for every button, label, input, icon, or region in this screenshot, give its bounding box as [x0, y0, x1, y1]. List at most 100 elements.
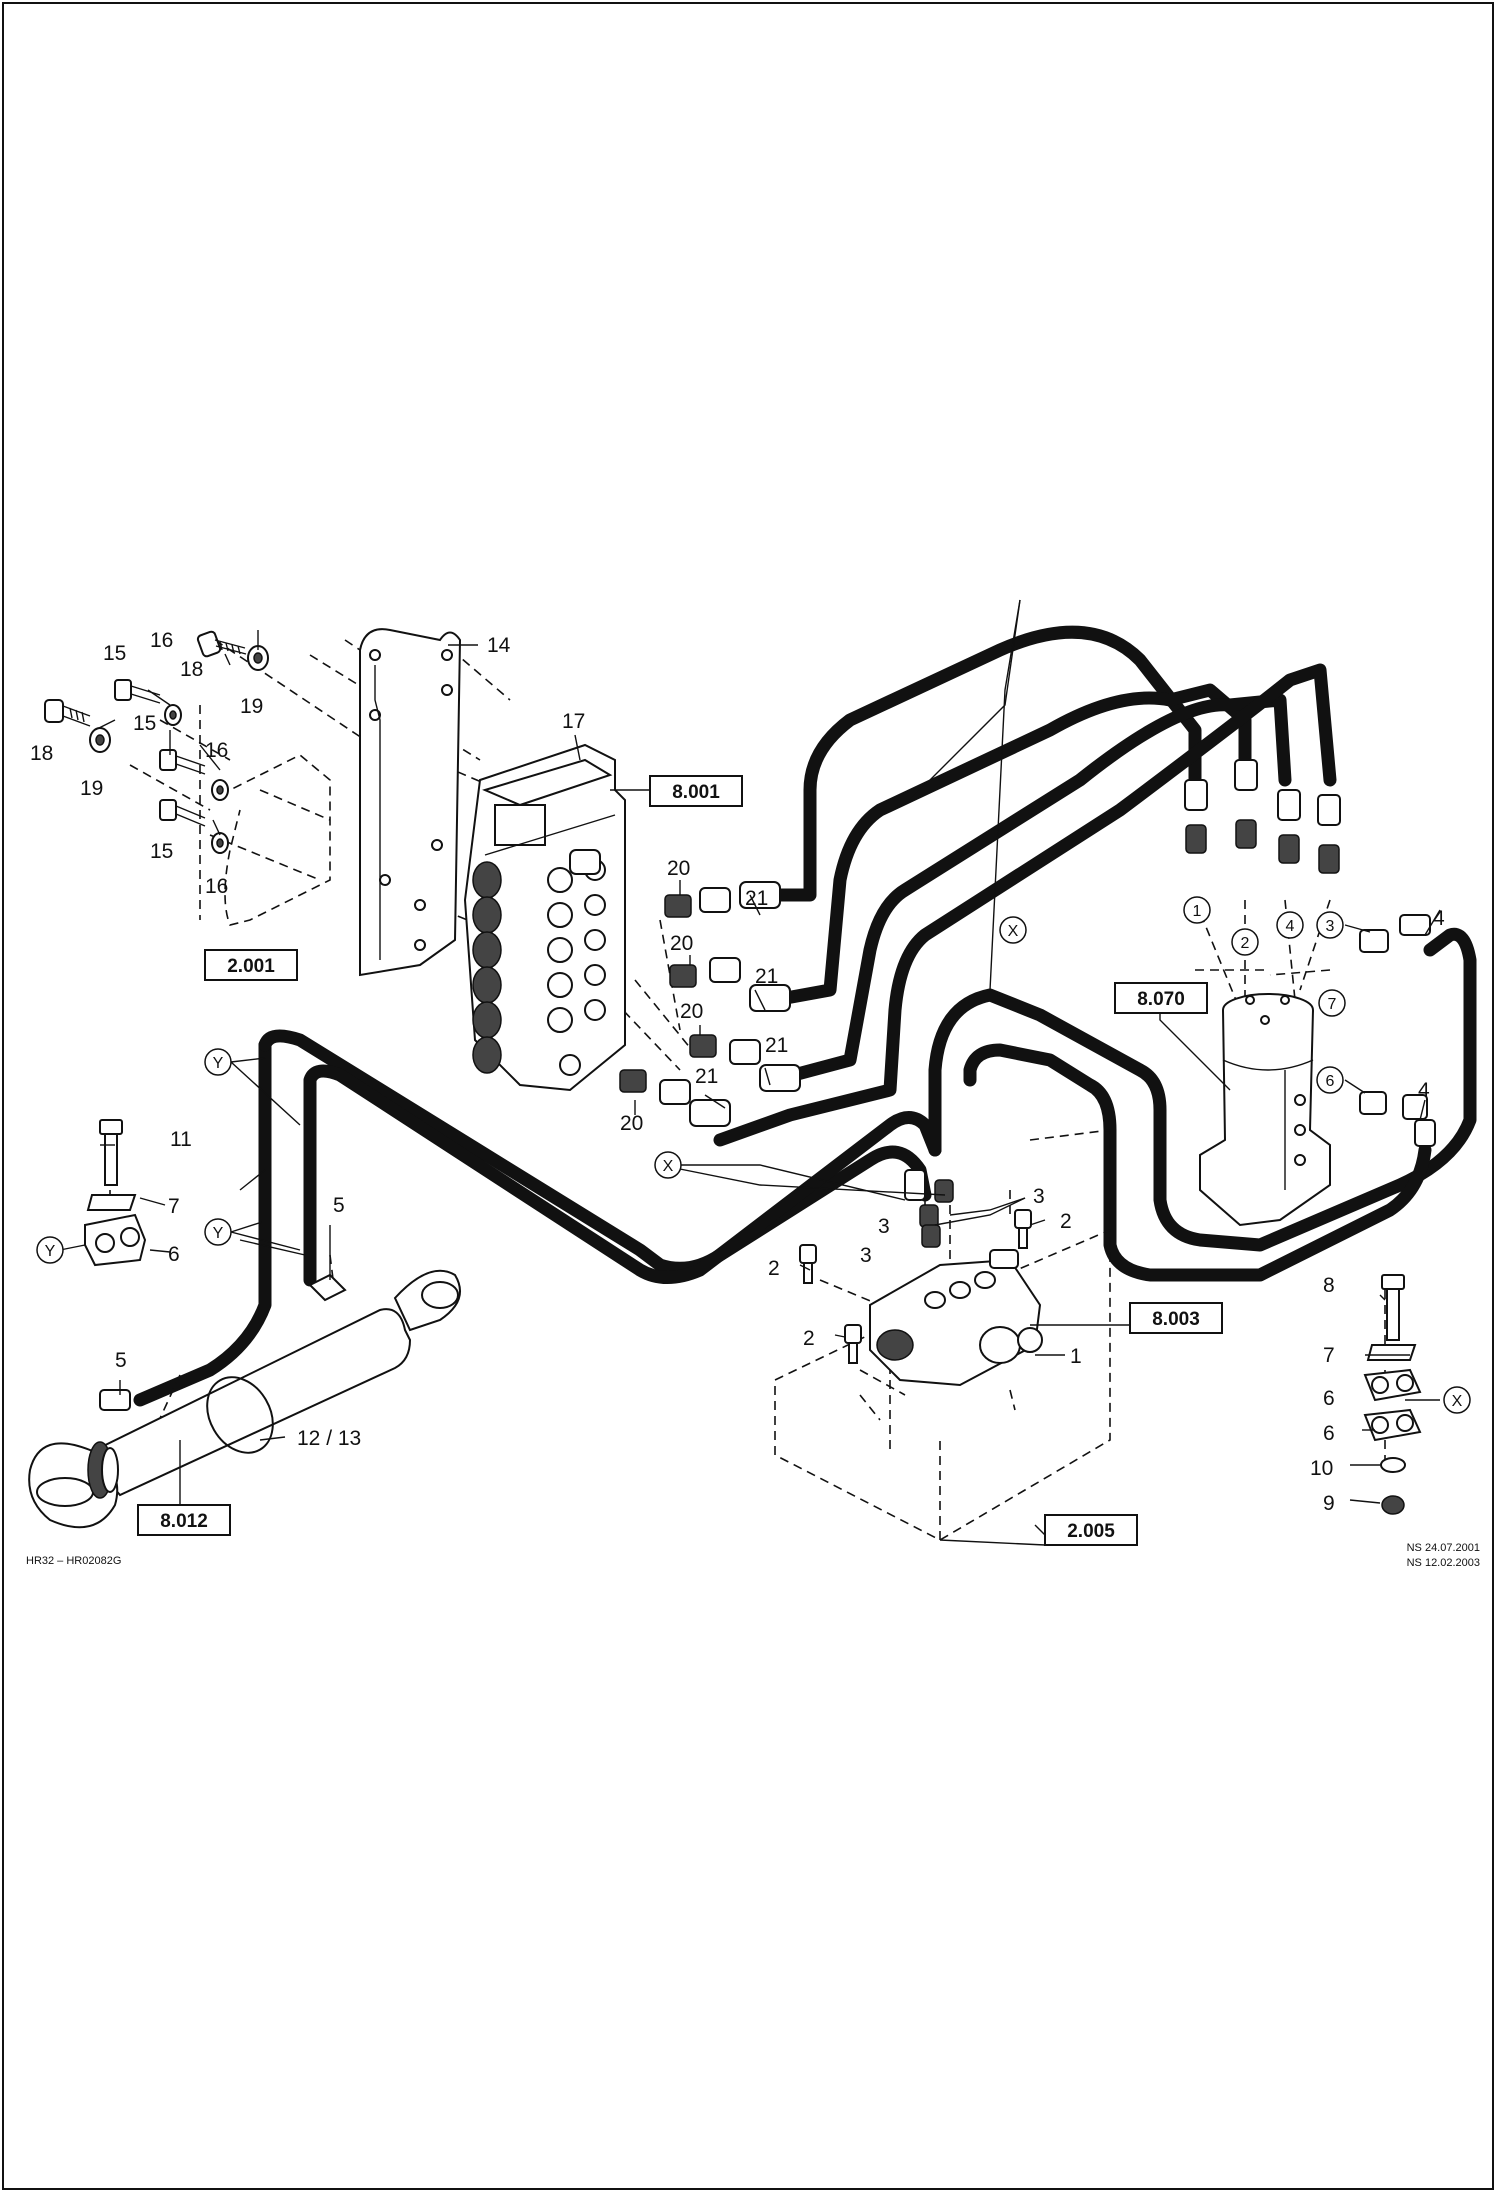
valve-spools	[472, 849, 606, 1076]
callout-10: 10	[1310, 1457, 1333, 1480]
hose-y-outer	[133, 1038, 272, 1407]
reference-boxes: 8.001 2.001 8.070 8.003 8.012 2.005	[137, 775, 1223, 1546]
marker-y-mid: Y	[213, 1225, 224, 1242]
hose-4	[713, 663, 1337, 1147]
ref-box-2005	[1044, 1514, 1138, 1546]
marker-7: 7	[1328, 996, 1337, 1013]
callout-20c: 20	[680, 1000, 703, 1023]
leader-lines	[59, 599, 1441, 1546]
callout-11: 11	[170, 1128, 192, 1151]
callout-3b: 3	[878, 1215, 890, 1238]
marker-x-top: X	[1008, 923, 1019, 940]
bolt-15-mid	[159, 749, 206, 775]
revision-date-2: NS 12.02.2003	[1407, 1557, 1480, 1569]
port-marker-4: 4	[1286, 918, 1295, 935]
callout-21c: 21	[765, 1034, 788, 1057]
callout-17: 17	[562, 710, 585, 733]
marker-y-clamp: Y	[45, 1243, 56, 1260]
callout-6c: 6	[1323, 1422, 1335, 1445]
callout-3a: 3	[1033, 1185, 1045, 1208]
fittings-3	[904, 1169, 954, 1248]
fittings-20-21	[619, 881, 801, 1127]
callout-16a: 16	[150, 629, 173, 652]
callout-2a: 2	[768, 1257, 780, 1280]
callout-15a: 15	[103, 642, 126, 665]
callout-15b: 15	[133, 712, 156, 735]
part-callouts: 1 2 2 2 3 3 3 4 4 5 5 6 6 6 7 7 8 9 10 1…	[30, 629, 1445, 1515]
callout-4b: 4	[1418, 1079, 1430, 1102]
ref-box-2001	[204, 949, 298, 981]
ref-2005: 2.005	[1067, 1521, 1115, 1542]
callout-18b: 18	[30, 742, 53, 765]
bolts-2	[799, 1209, 1032, 1364]
bolt-18-top	[196, 630, 247, 658]
ref-8001: 8.001	[672, 782, 720, 803]
circled-markers: 1 2 4 3 7 6 X X X Y Y Y	[36, 896, 1471, 1414]
callout-19a: 19	[240, 695, 263, 718]
callout-21d: 21	[695, 1065, 718, 1088]
callout-18a: 18	[180, 658, 203, 681]
revision-date-1: NS 24.07.2001	[1407, 1542, 1480, 1554]
clamp-right	[1363, 1274, 1422, 1515]
callout-19b: 19	[80, 777, 103, 800]
hose-2	[768, 683, 1252, 1007]
port-marker-2: 2	[1241, 935, 1250, 952]
bolt-15-low	[159, 799, 206, 827]
hose-y-lower	[303, 1064, 942, 1287]
auxiliary-valve-8003	[869, 1249, 1043, 1387]
callout-20b: 20	[670, 932, 693, 955]
cylinder-8012	[28, 1269, 461, 1529]
callout-6a: 6	[168, 1243, 180, 1266]
port-marker-3: 3	[1326, 918, 1335, 935]
hose-1	[763, 625, 1202, 902]
callout-7b: 7	[1323, 1344, 1335, 1367]
hose-3	[768, 693, 1292, 1087]
callout-21a: 21	[745, 887, 768, 910]
callout-16b: 16	[205, 739, 228, 762]
callout-9: 9	[1323, 1492, 1335, 1515]
swivel-fittings	[1184, 759, 1341, 874]
callout-2c: 2	[803, 1327, 815, 1350]
control-valve-17	[463, 743, 626, 1092]
callout-14: 14	[487, 634, 511, 657]
ref-8012: 8.012	[160, 1511, 208, 1532]
ref-box-8012	[137, 1504, 231, 1536]
callout-5a: 5	[333, 1194, 345, 1217]
ref-8070: 8.070	[1137, 989, 1185, 1010]
footer: HR32 – HR02082G NS 24.07.2001 NS 12.02.2…	[26, 1542, 1480, 1569]
port-marker-1: 1	[1193, 903, 1202, 920]
callout-21b: 21	[755, 965, 778, 988]
callout-4a: 4	[1433, 907, 1445, 930]
ref-2001: 2.001	[227, 956, 275, 977]
swivel-joint-8070	[1199, 914, 1436, 1227]
ref-8003: 8.003	[1152, 1309, 1200, 1330]
callout-3c: 3	[860, 1244, 872, 1267]
marker-x-right: X	[1452, 1393, 1463, 1410]
callout-16c: 16	[205, 875, 228, 898]
callout-20d: 20	[620, 1112, 643, 1135]
ref-box-8003	[1129, 1302, 1223, 1334]
callout-1: 1	[1070, 1345, 1082, 1368]
marker-6: 6	[1326, 1073, 1335, 1090]
callout-2b: 2	[1060, 1210, 1072, 1233]
bolt-15-top	[114, 679, 161, 704]
callout-8: 8	[1323, 1274, 1335, 1297]
mounting-plate-14	[359, 628, 462, 977]
callout-12-13: 12 / 13	[297, 1427, 361, 1450]
ref-box-8070	[1114, 982, 1208, 1014]
callout-20a: 20	[667, 857, 690, 880]
clamp-left	[84, 1119, 147, 1267]
drawing-id: HR32 – HR02082G	[26, 1555, 121, 1567]
callout-5b: 5	[115, 1349, 127, 1372]
bolt-18-left	[44, 699, 91, 727]
hose-x-1	[928, 927, 1477, 1252]
marker-x-mid: X	[663, 1158, 674, 1175]
ref-box-8001	[649, 775, 743, 807]
callout-15c: 15	[150, 840, 173, 863]
callout-6b: 6	[1323, 1387, 1335, 1410]
marker-y-top: Y	[213, 1055, 224, 1072]
callout-7a: 7	[168, 1195, 180, 1218]
bolts-and-washers	[44, 630, 269, 854]
